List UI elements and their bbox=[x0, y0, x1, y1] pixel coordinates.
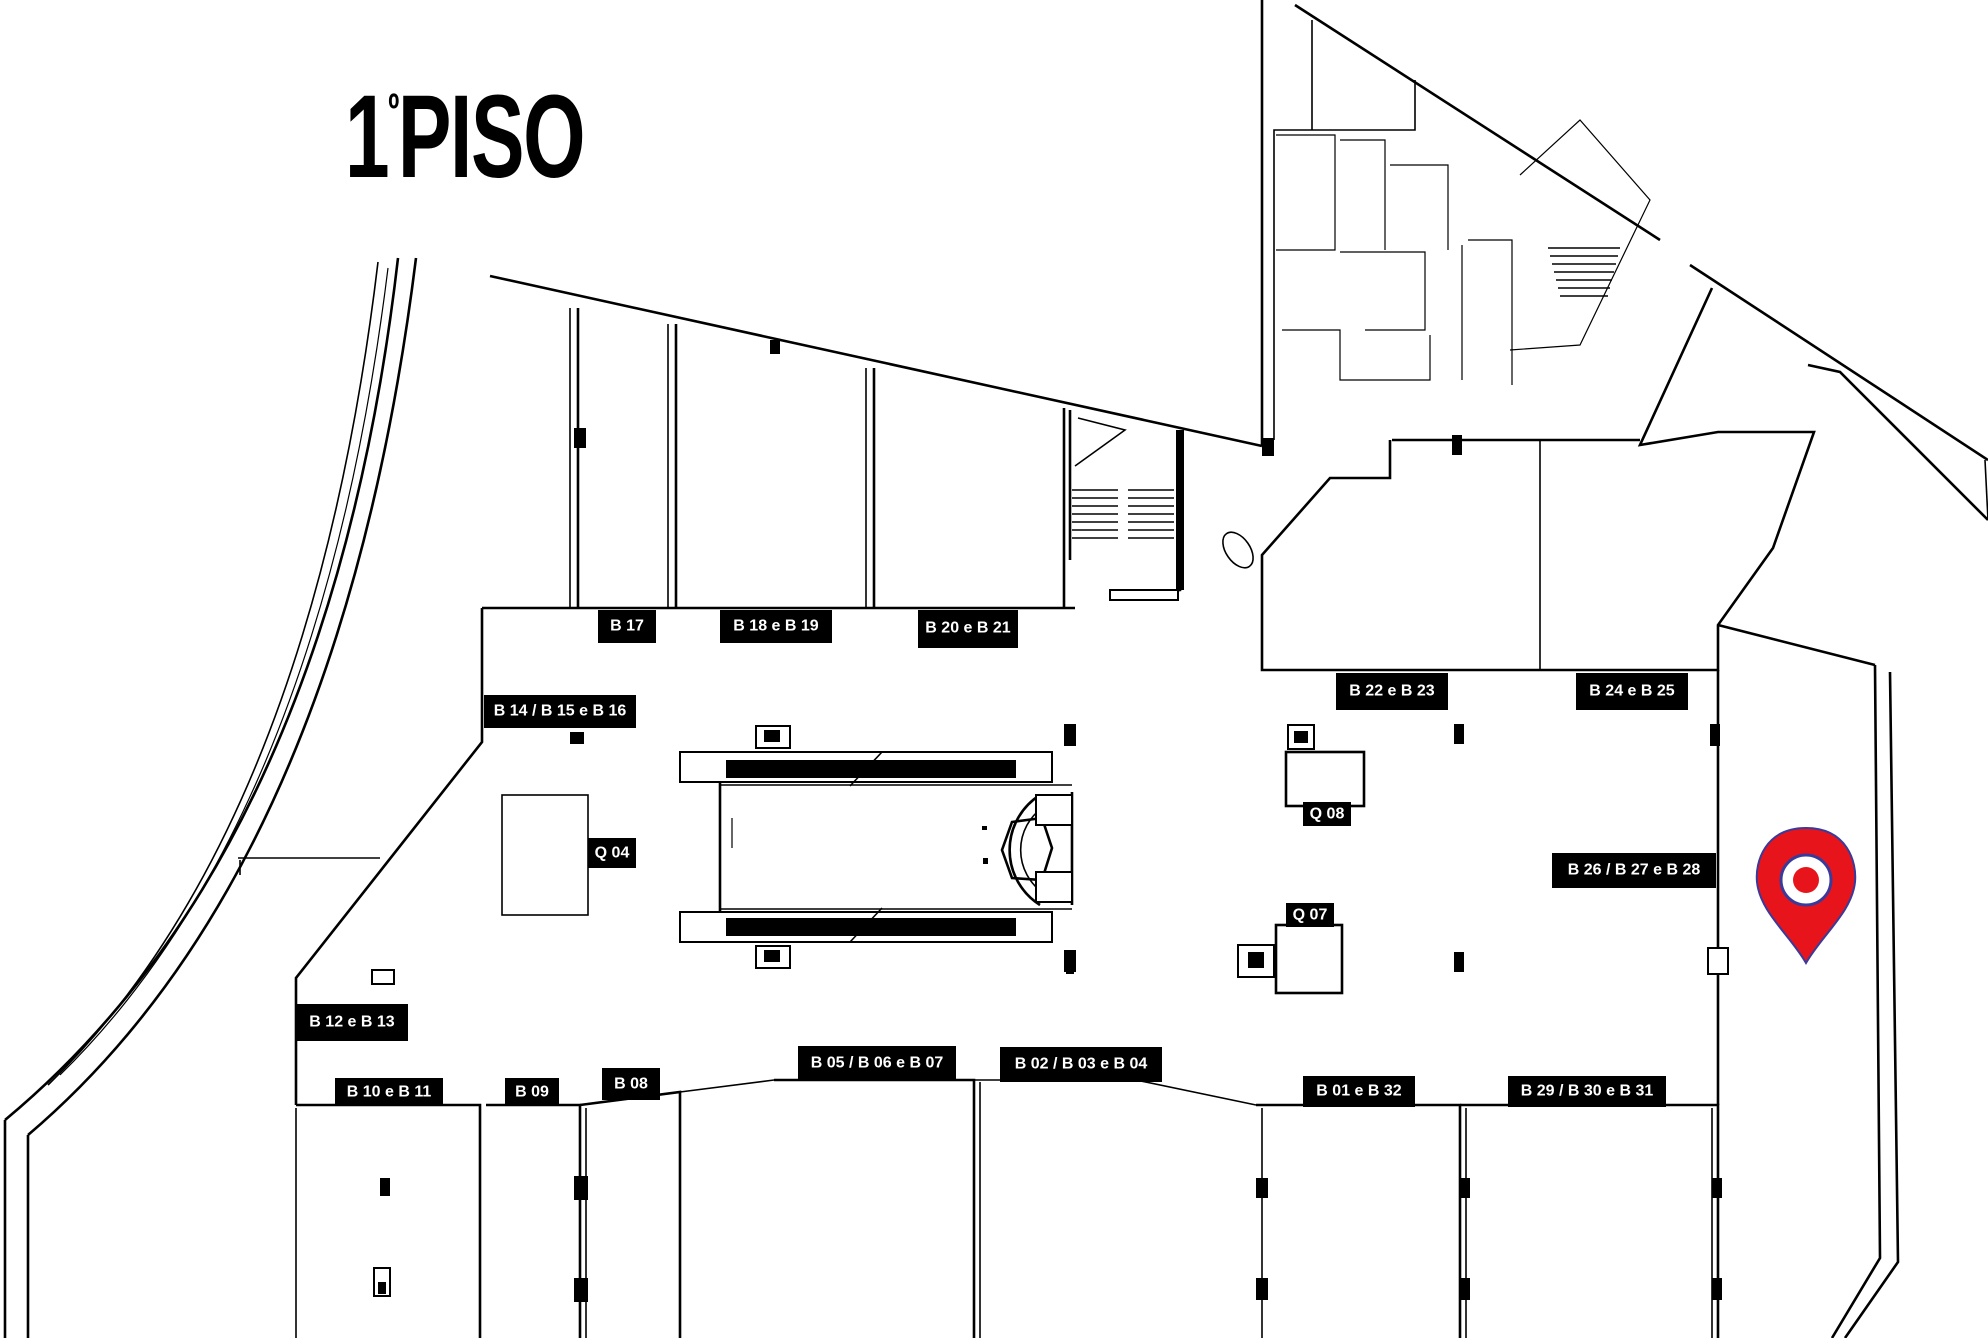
building-outline bbox=[3, 664, 1900, 1338]
store-label-b22-b23: B 22 e B 23 bbox=[1336, 673, 1448, 710]
store-label-q04: Q 04 bbox=[588, 838, 636, 868]
store-label-text: B 18 e B 19 bbox=[733, 618, 818, 635]
store-label-b20-b21: B 20 e B 21 bbox=[918, 610, 1018, 648]
store-label-text: B 10 e B 11 bbox=[347, 1084, 432, 1101]
right-top-shops bbox=[1222, 263, 1988, 672]
store-label-b05-b06-b07: B 05 / B 06 e B 07 bbox=[798, 1046, 956, 1081]
left-curved-facade bbox=[4, 257, 418, 1136]
floor-title: 1ºPISO bbox=[345, 78, 586, 196]
store-label-text: B 26 / B 27 e B 28 bbox=[1568, 862, 1701, 879]
store-label-b12-b13: B 12 e B 13 bbox=[296, 1004, 408, 1041]
store-label-text: B 01 e B 32 bbox=[1316, 1083, 1401, 1100]
stair-steps-top bbox=[1072, 489, 1174, 539]
store-label-text: Q 08 bbox=[1310, 806, 1345, 823]
store-label-text: B 29 / B 30 e B 31 bbox=[1521, 1083, 1654, 1100]
store-label-text: B 17 bbox=[610, 618, 644, 635]
service-core bbox=[1260, 0, 1661, 456]
store-label-b14-b15-b16: B 14 / B 15 e B 16 bbox=[484, 695, 636, 728]
store-label-b17: B 17 bbox=[598, 610, 656, 643]
store-label-q07: Q 07 bbox=[1286, 903, 1334, 927]
top-stairwell bbox=[1068, 410, 1184, 601]
store-label-b24-b25: B 24 e B 25 bbox=[1576, 673, 1688, 710]
store-label-text: B 02 / B 03 e B 04 bbox=[1015, 1056, 1148, 1073]
store-label-b01-b32: B 01 e B 32 bbox=[1303, 1076, 1415, 1107]
store-label-text: B 20 e B 21 bbox=[925, 620, 1010, 637]
store-label-b10-b11: B 10 e B 11 bbox=[335, 1078, 443, 1106]
escalator-atrium bbox=[679, 725, 1074, 969]
store-label-text: B 08 bbox=[614, 1076, 648, 1093]
store-label-text: B 24 e B 25 bbox=[1589, 683, 1674, 700]
store-label-b26-b27-b28: B 26 / B 27 e B 28 bbox=[1552, 853, 1716, 888]
store-label-text: Q 04 bbox=[595, 845, 630, 862]
top-shop-row bbox=[482, 274, 1263, 610]
mall-corridor bbox=[294, 608, 1729, 1105]
pillars bbox=[1066, 726, 1074, 974]
floor-ordinal: º bbox=[388, 85, 399, 134]
store-label-b18-b19: B 18 e B 19 bbox=[720, 610, 832, 643]
store-label-text: B 22 e B 23 bbox=[1349, 683, 1434, 700]
store-label-q08: Q 08 bbox=[1303, 802, 1351, 826]
store-label-text: B 09 bbox=[515, 1084, 549, 1101]
store-label-b08: B 08 bbox=[602, 1068, 660, 1100]
store-label-b09: B 09 bbox=[505, 1078, 559, 1106]
store-label-text: Q 07 bbox=[1293, 907, 1328, 924]
bottom-shop-row bbox=[295, 1078, 1722, 1338]
store-label-text: B 12 e B 13 bbox=[309, 1014, 394, 1031]
store-label-text: B 14 / B 15 e B 16 bbox=[494, 703, 627, 720]
escalator-steps bbox=[735, 762, 997, 934]
location-pin-icon bbox=[1755, 826, 1857, 966]
store-label-text: B 05 / B 06 e B 07 bbox=[811, 1055, 944, 1072]
floor-word: PISO bbox=[397, 71, 586, 203]
stair-steps-service bbox=[1548, 247, 1620, 297]
floor-number: 1 bbox=[345, 71, 390, 203]
store-label-b02-b03-b04: B 02 / B 03 e B 04 bbox=[1000, 1047, 1162, 1082]
store-label-b29-b30-b31: B 29 / B 30 e B 31 bbox=[1508, 1076, 1666, 1107]
